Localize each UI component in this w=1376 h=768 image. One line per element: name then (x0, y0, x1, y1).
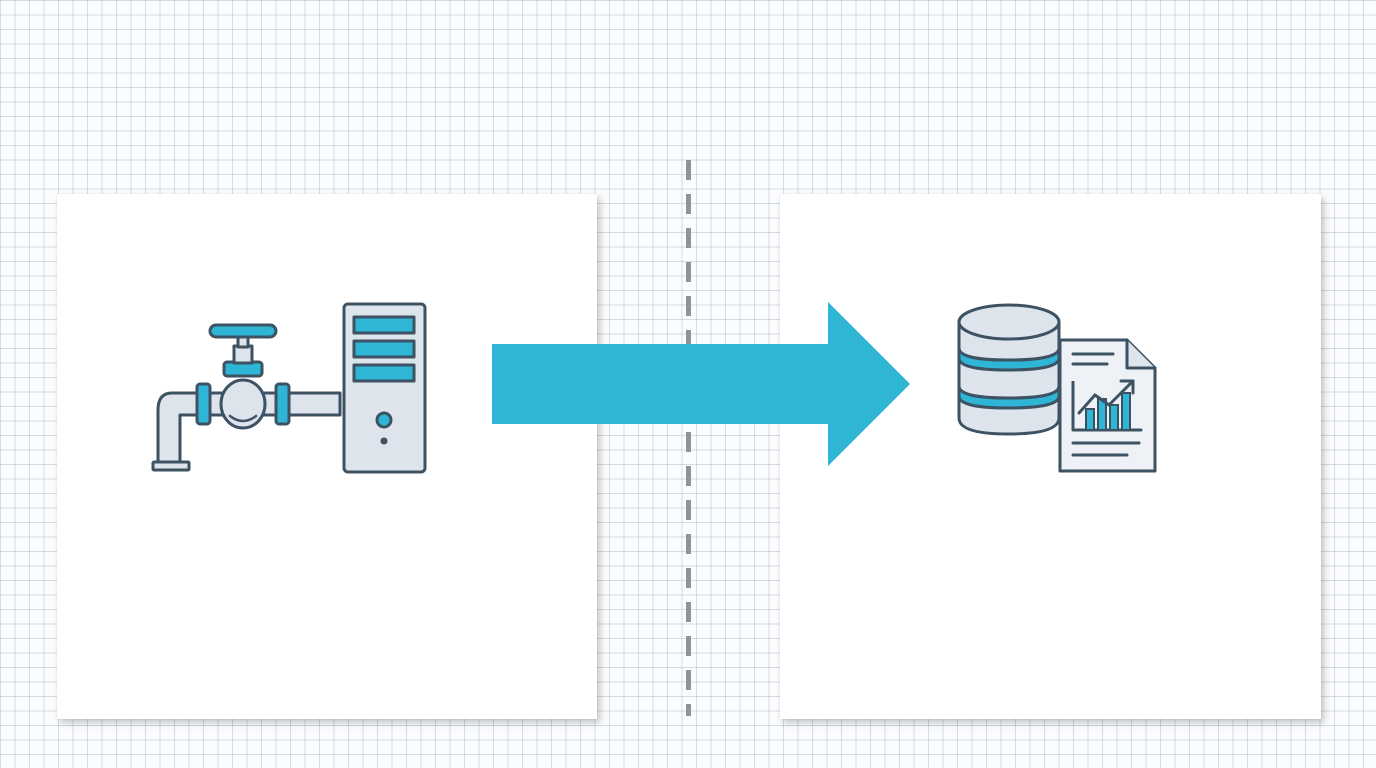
dashed-divider (686, 160, 691, 716)
trend-arrow-icon (1077, 379, 1135, 415)
database-icon (957, 303, 1061, 436)
source-panel (57, 194, 597, 719)
bar-chart-icon (1085, 392, 1131, 431)
flow-arrow-icon (492, 302, 910, 466)
server-tower-icon (342, 302, 427, 474)
water-tap-icon (151, 323, 342, 472)
destination-panel (780, 194, 1321, 719)
analytics-report-icon (1058, 338, 1157, 473)
